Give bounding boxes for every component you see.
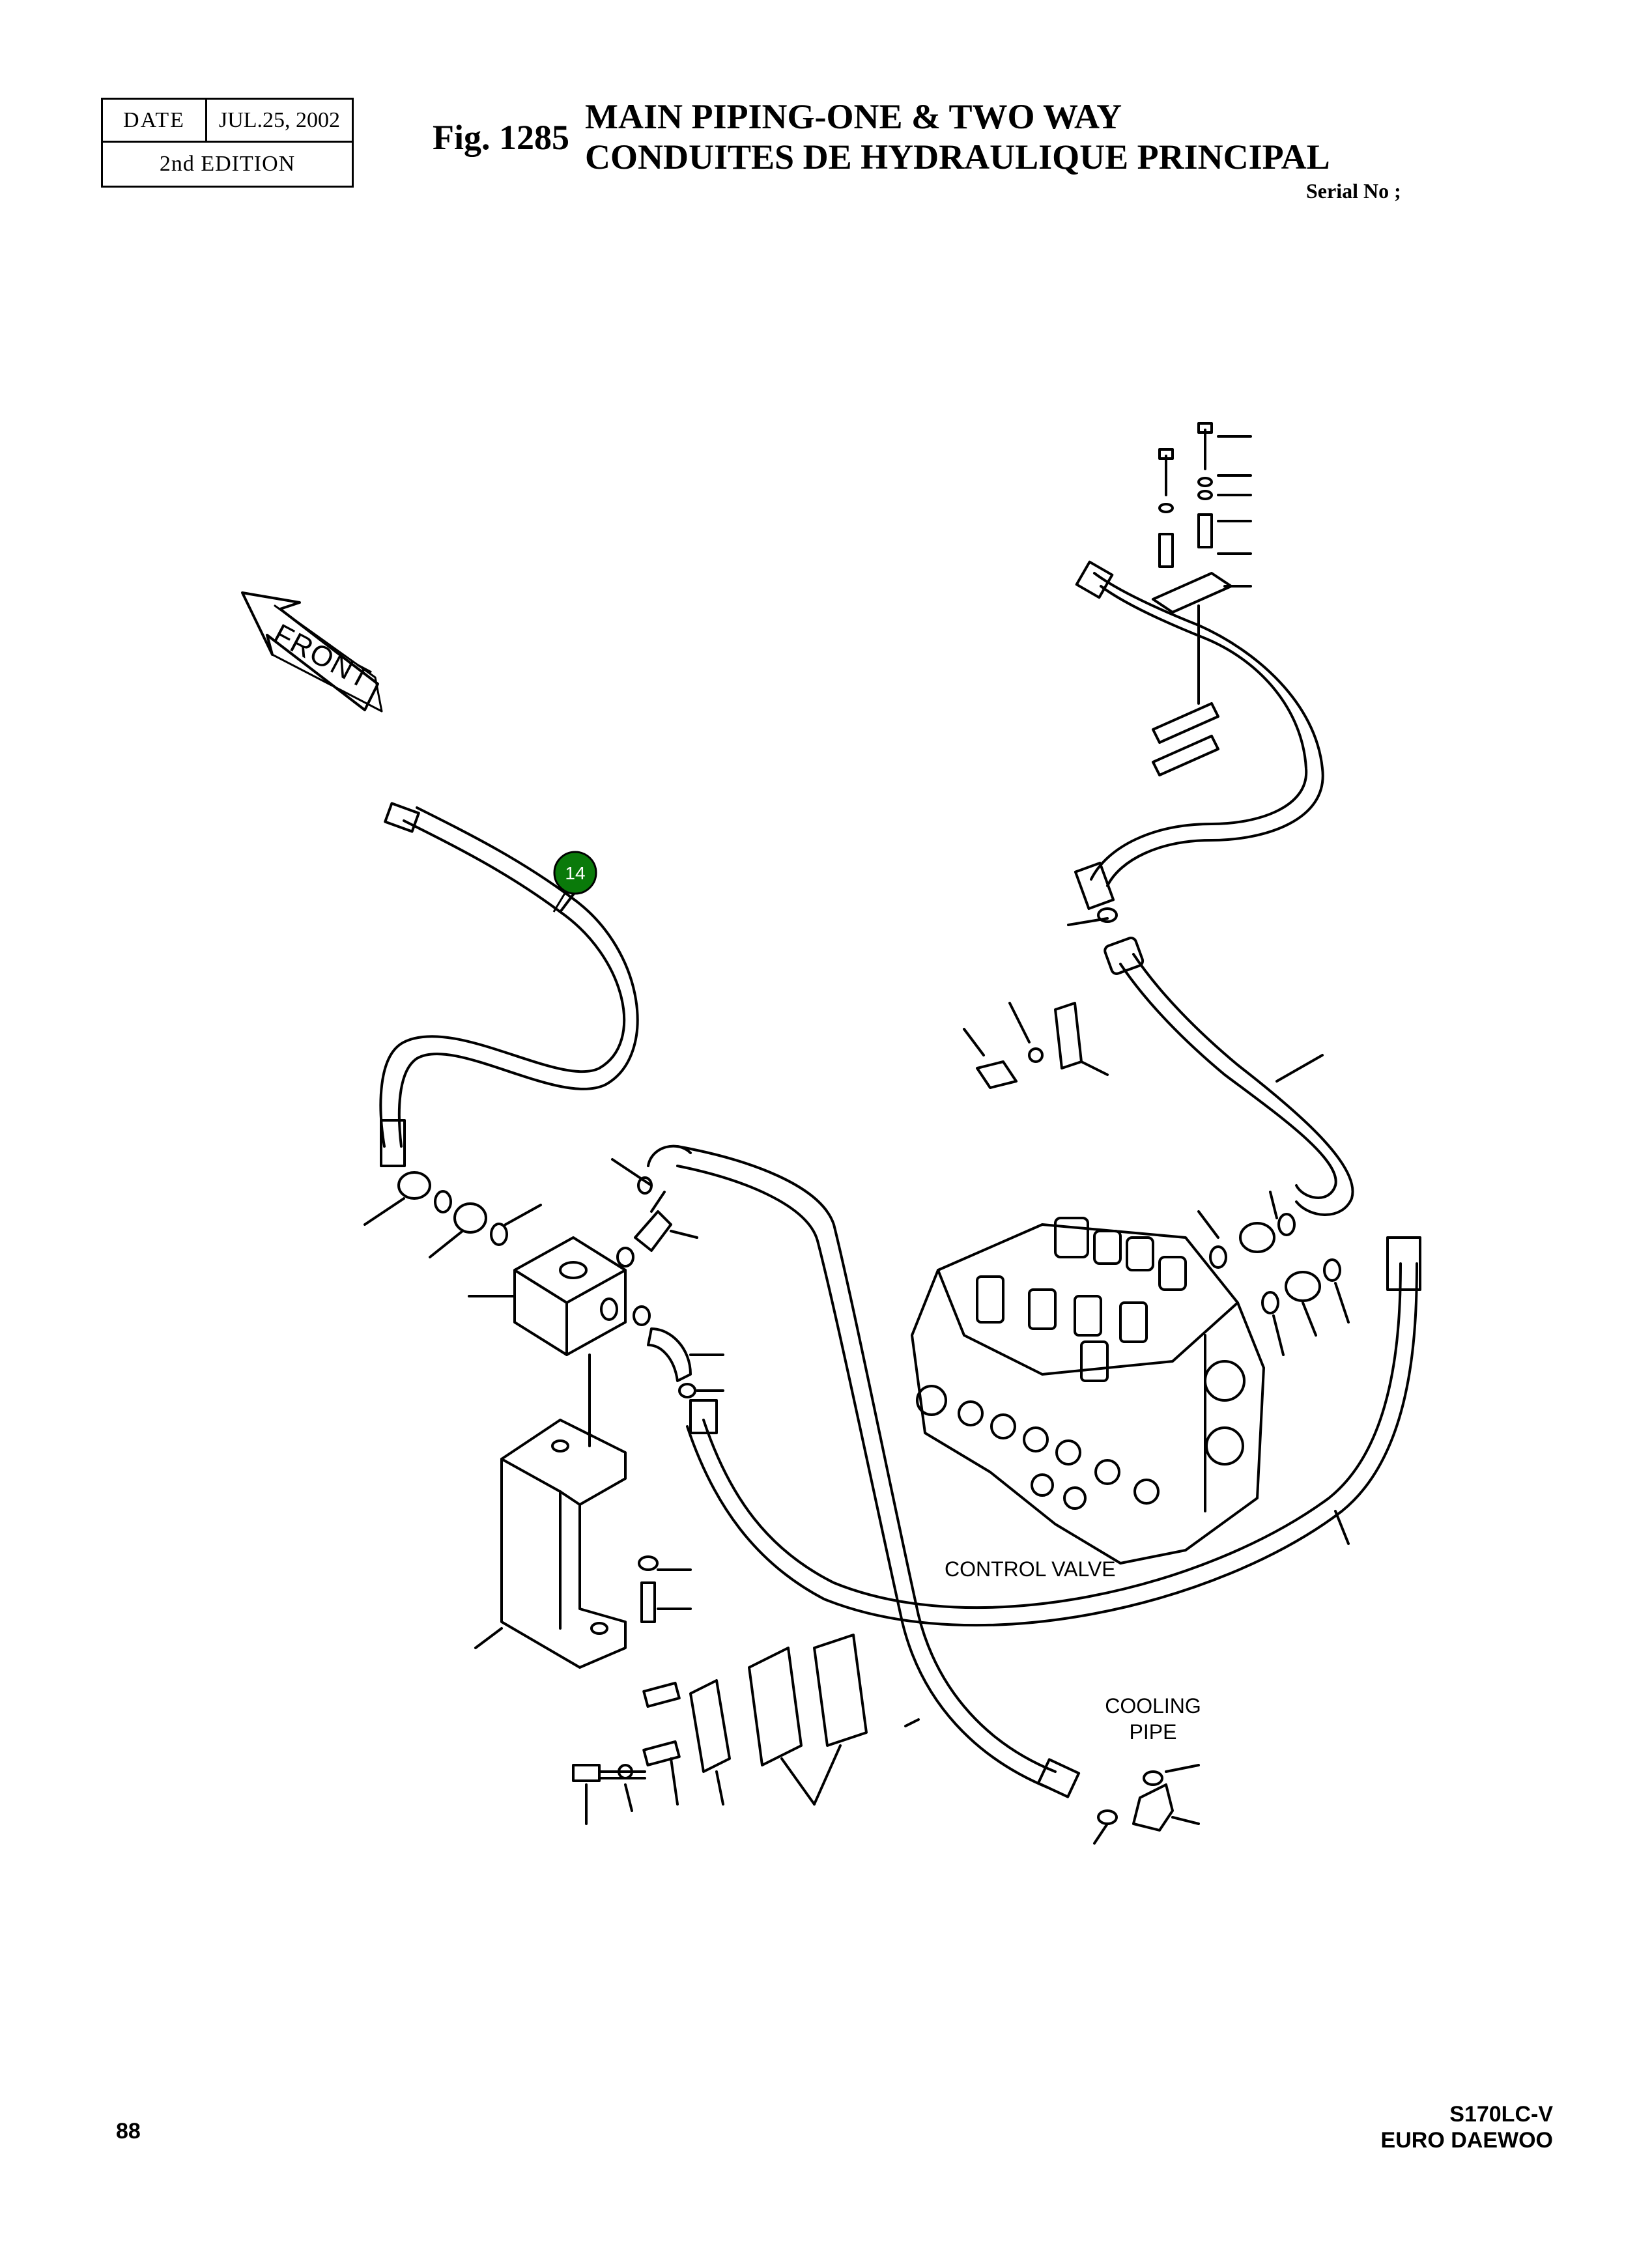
bottom-clamp-parts — [572, 1634, 868, 1825]
date-edition-box: DATE JUL.25, 2002 2nd EDITION — [101, 98, 354, 188]
upper-right-pipe — [1104, 937, 1354, 1216]
bracket-bolts — [638, 1555, 692, 1623]
clamp-assembly-top — [1152, 422, 1252, 776]
long-pipe — [676, 1145, 1081, 1798]
callout-circle[interactable] — [553, 851, 597, 895]
right-fittings — [1197, 1191, 1350, 1356]
cooling-label-line1: COOLING — [1105, 1694, 1201, 1718]
small-clamp — [963, 1002, 1109, 1089]
model-block: S170LC-V EURO DAEWOO — [1381, 2101, 1553, 2153]
lower-hose — [686, 1236, 1421, 1627]
callout-14[interactable]: 14 — [552, 851, 597, 913]
edition-label: 2nd EDITION — [159, 152, 296, 176]
date-row: DATE JUL.25, 2002 — [103, 100, 352, 143]
figure-number: Fig. 1285 — [433, 118, 569, 157]
upper-right-hose — [1067, 560, 1324, 926]
date-label: DATE — [103, 100, 207, 141]
cooling-label-line2: PIPE — [1130, 1720, 1177, 1744]
title-french: CONDUITES DE HYDRAULIQUE PRINCIPAL — [585, 137, 1330, 177]
control-valve-label: CONTROL VALVE — [945, 1557, 1116, 1581]
title-english: MAIN PIPING-ONE & TWO WAY — [585, 97, 1122, 136]
brand-name: EURO DAEWOO — [1380, 2128, 1553, 2153]
model-name: S170LC-V — [1449, 2102, 1553, 2127]
callout-number[interactable]: 14 — [565, 863, 585, 883]
manifold-block — [468, 1236, 627, 1447]
date-value: JUL.25, 2002 — [218, 107, 341, 132]
hose-14 — [379, 802, 639, 1167]
control-valve — [911, 1217, 1265, 1565]
serial-number-label: Serial No ; — [1306, 179, 1401, 203]
page-number: 88 — [116, 2119, 141, 2144]
left-fittings — [363, 1171, 542, 1258]
middle-elbows — [611, 1144, 724, 1398]
mounting-bracket — [474, 1419, 627, 1669]
front-arrow — [241, 591, 383, 713]
front-label: FRONT — [268, 618, 377, 696]
cooling-elbow — [1093, 1764, 1200, 1845]
